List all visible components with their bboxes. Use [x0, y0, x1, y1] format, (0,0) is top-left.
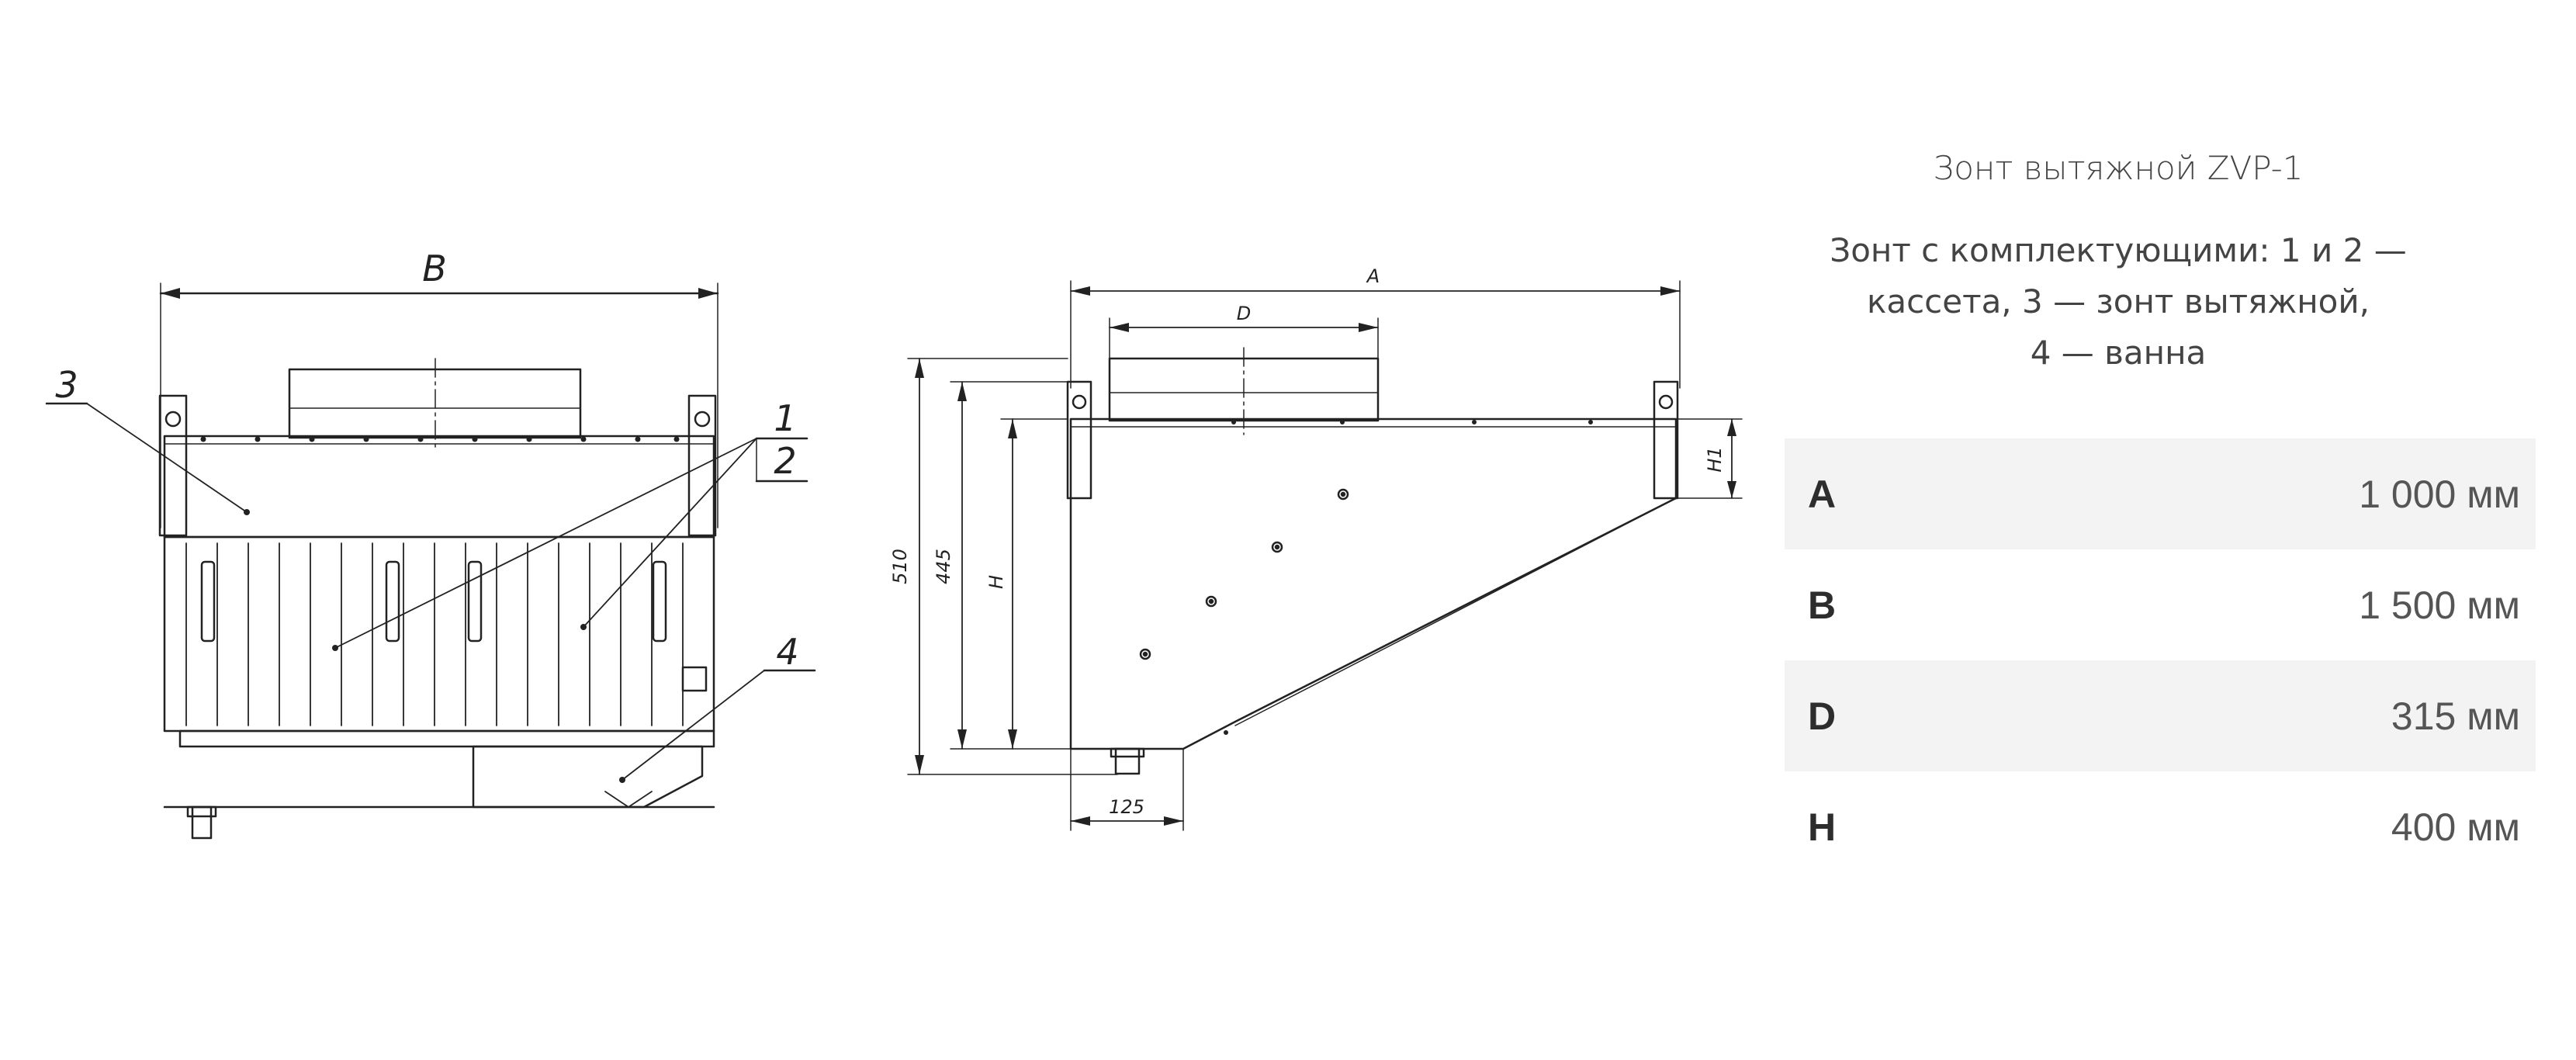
dim-label-b: B	[422, 248, 447, 289]
spec-row-b: B 1 500 мм	[1785, 549, 2536, 660]
technical-drawing: B 3 1 2 4 A D 510 445 H H1 125	[45, 248, 1743, 840]
callout-4: 4	[776, 631, 798, 673]
spec-row-a: A 1 000 мм	[1785, 438, 2536, 549]
spec-key: H	[1808, 805, 1837, 849]
callout-3: 3	[55, 364, 78, 406]
product-title: Зонт вытяжной ZVP-1	[1933, 149, 2304, 187]
spec-value: 315 мм	[2391, 694, 2520, 738]
spec-value: 1 500 мм	[2359, 583, 2520, 627]
callout-1: 1	[774, 397, 796, 439]
callout-2: 2	[774, 440, 796, 482]
dim-label-d: D	[1237, 303, 1251, 324]
spec-row-h: H 400 мм	[1785, 771, 2536, 882]
spec-table: A 1 000 мм B 1 500 мм D 315 мм H 400 мм	[1785, 438, 2536, 882]
spec-value: 1 000 мм	[2359, 472, 2520, 516]
spec-row-d: D 315 мм	[1785, 660, 2536, 771]
dim-label-445: 445	[933, 549, 954, 584]
dim-label-h: H	[985, 575, 1007, 589]
spec-value: 400 мм	[2391, 805, 2520, 849]
spec-key: A	[1808, 472, 1837, 516]
info-panel: Зонт вытяжной ZVP-1 Зонт с комплектующим…	[1785, 0, 2576, 1060]
front-view	[45, 282, 816, 840]
dim-label-h1: H1	[1704, 446, 1726, 472]
dim-label-a: A	[1366, 265, 1380, 287]
side-view	[907, 280, 1743, 831]
dim-label-125: 125	[1109, 796, 1144, 818]
product-description: Зонт с комплектующими: 1 и 2 — кассета, …	[1830, 231, 2407, 372]
spec-key: B	[1808, 583, 1837, 627]
spec-key: D	[1808, 694, 1837, 738]
dim-label-510: 510	[889, 549, 911, 584]
